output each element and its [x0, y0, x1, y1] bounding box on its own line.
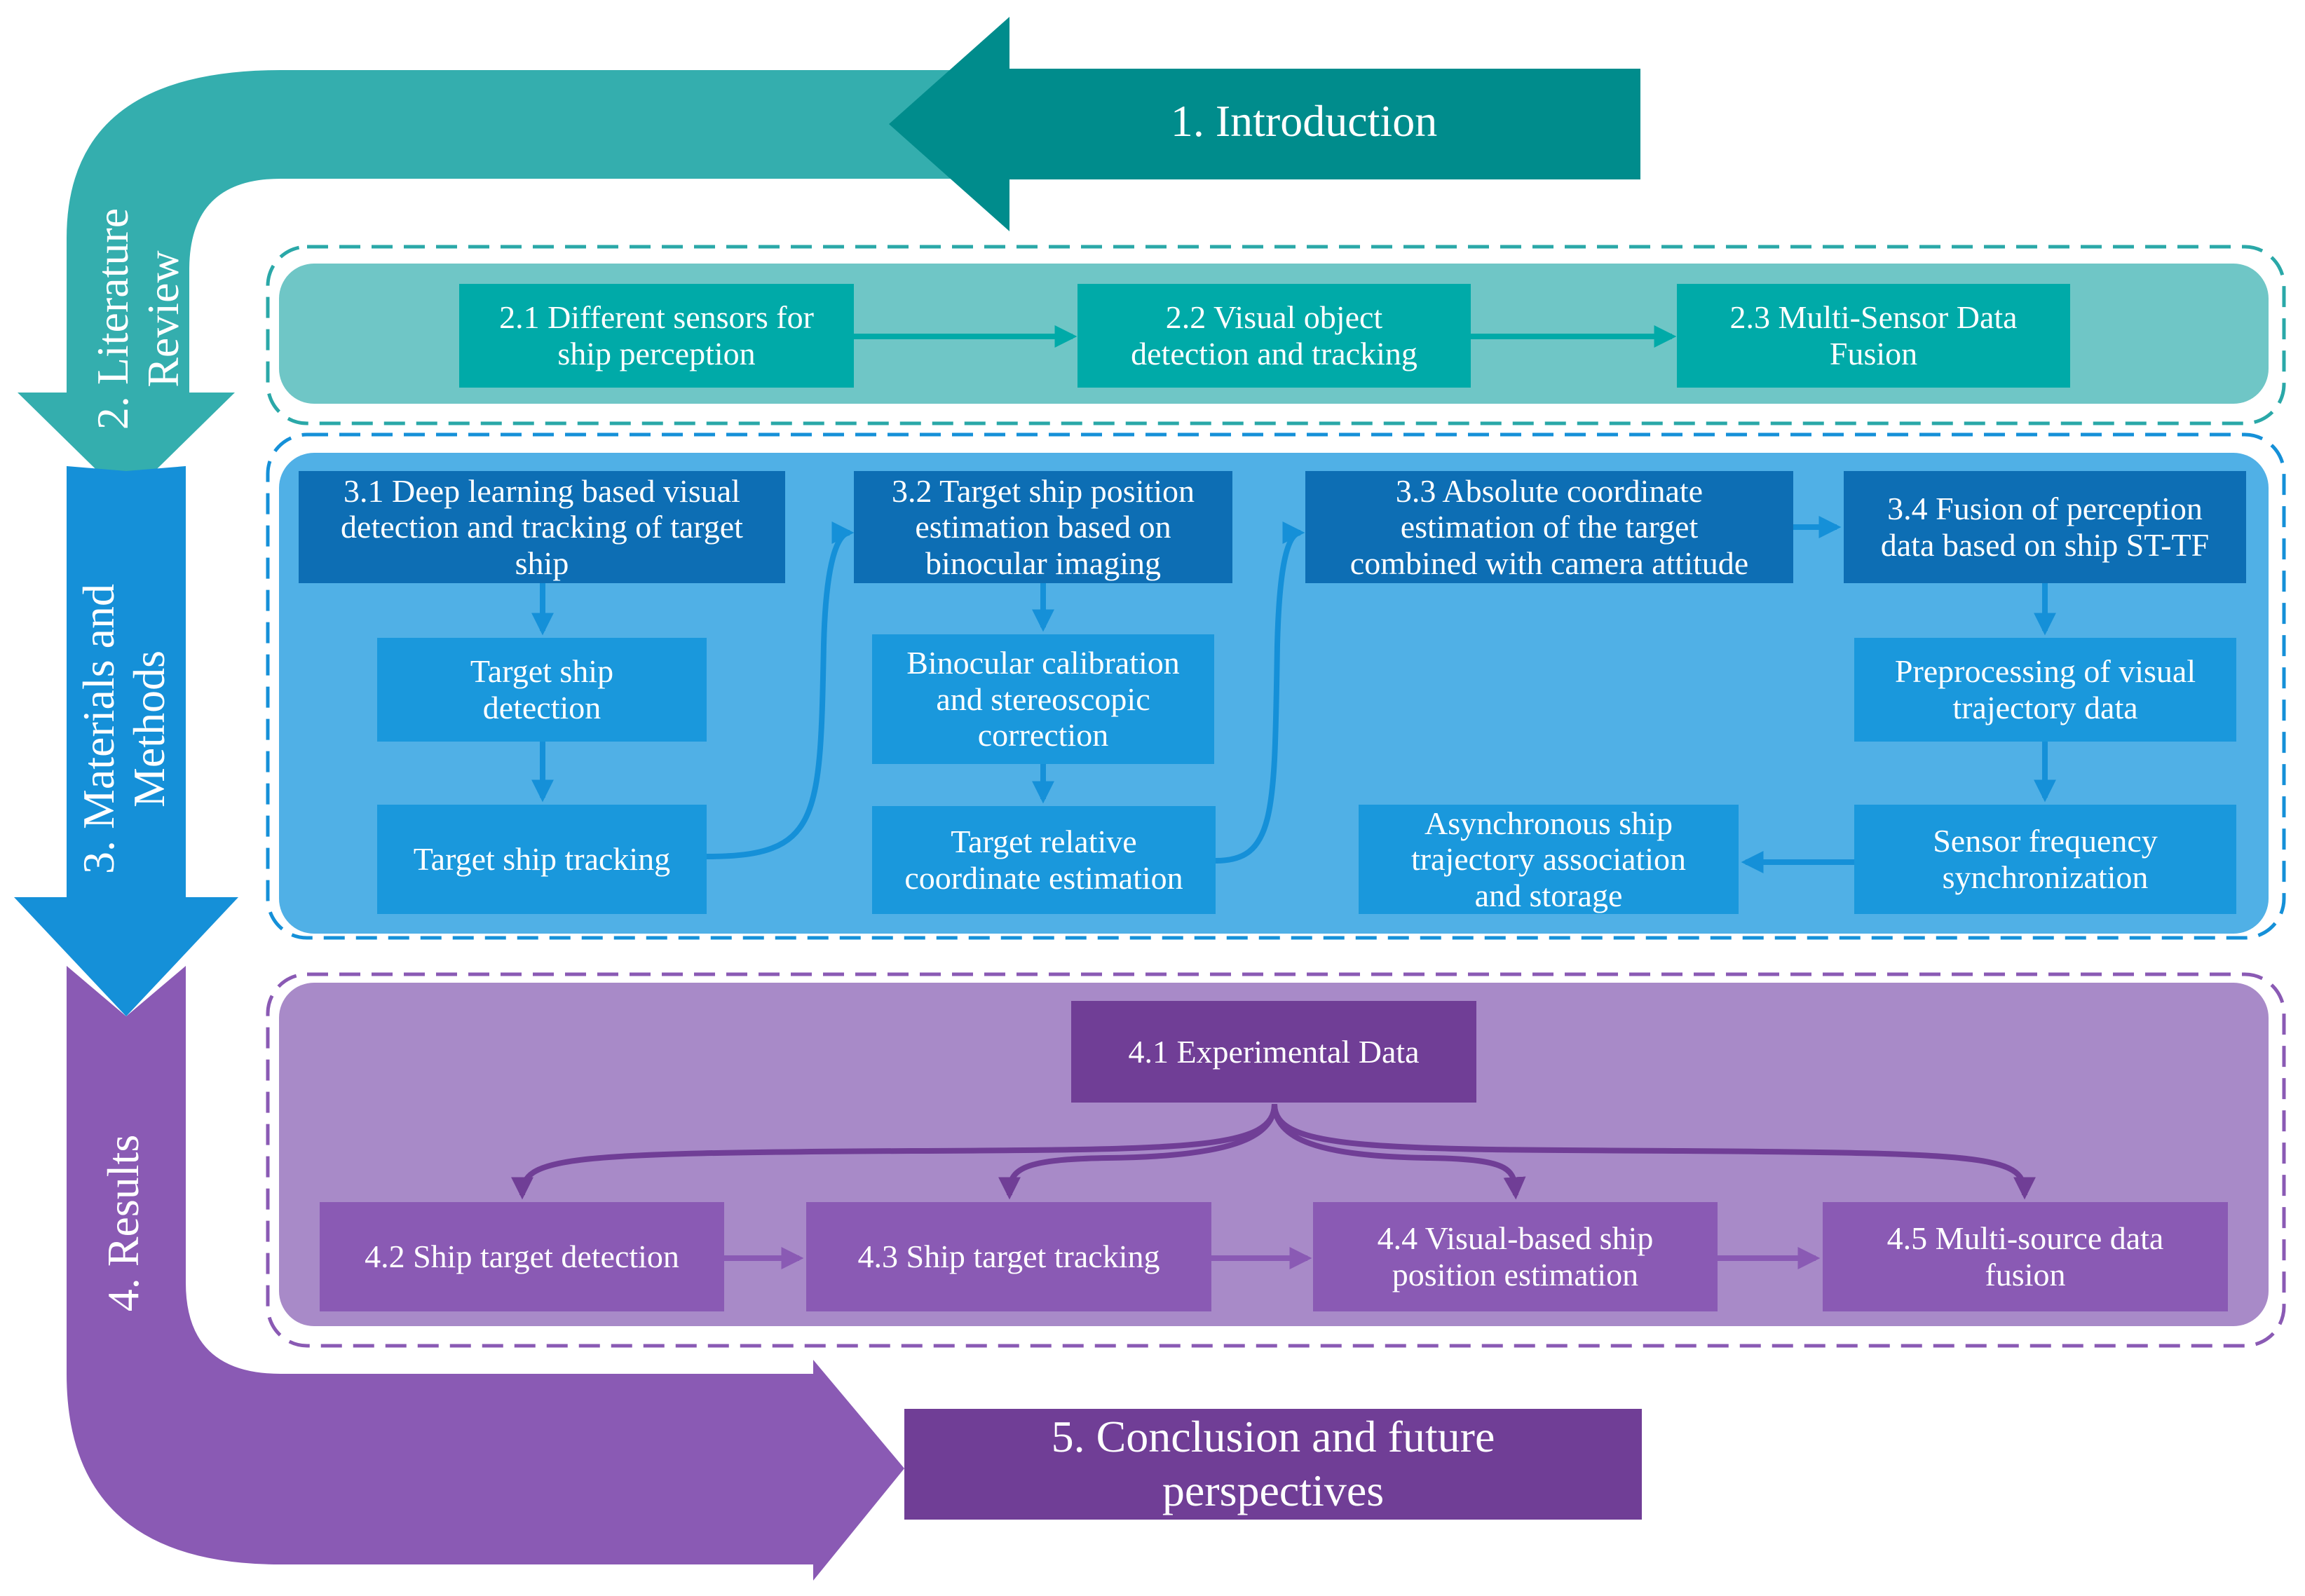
literature-review-arrow: [18, 70, 1009, 499]
conclusion-label: 5. Conclusion and future perspectives: [1051, 1412, 1495, 1515]
box-target-tracking: Target ship tracking: [377, 805, 707, 914]
literature-review-label: 2. Literature Review: [88, 207, 188, 430]
branch-to-4-4: [1272, 1103, 1526, 1200]
box-2-3-data-fusion: 2.3 Multi-Sensor Data Fusion: [1677, 284, 2070, 388]
branch-to-4-2: [511, 1103, 1277, 1200]
box-4-2-detection: 4.2 Ship target detection: [320, 1202, 724, 1311]
arrow-relative-to-3-3: [1215, 521, 1305, 864]
introduction-arrow: [889, 17, 1640, 231]
box-4-3-tracking: 4.3 Ship target tracking: [806, 1202, 1211, 1311]
materials-methods-label: 3. Materials and Methods: [74, 583, 174, 875]
branch-to-4-3: [998, 1103, 1277, 1200]
box-3-1-deep-learning: 3.1 Deep learning based visual detection…: [299, 471, 785, 583]
box-trajectory-association: Asynchronous ship trajectory association…: [1359, 805, 1739, 914]
arrow-tracking-to-3-2: [706, 521, 855, 859]
box-3-3-absolute-coordinate: 3.3 Absolute coordinate estimation of th…: [1305, 471, 1793, 583]
box-3-4-fusion-st-tf: 3.4 Fusion of perception data based on s…: [1844, 471, 2246, 583]
box-target-detection: Target ship detection: [377, 638, 707, 742]
results-label: 4. Results: [98, 1134, 148, 1312]
introduction-label: 1. Introduction: [1170, 96, 1438, 146]
conclusion-box: [904, 1409, 1642, 1520]
box-4-5-data-fusion: 4.5 Multi-source data fusion: [1823, 1202, 2228, 1311]
section2-dashed-frame: [266, 245, 2286, 425]
box-frequency-sync: Sensor frequency synchronization: [1854, 805, 2236, 914]
box-binocular-calibration: Binocular calibration and stereoscopic c…: [872, 634, 1214, 764]
box-3-2-binocular-position: 3.2 Target ship position estimation base…: [854, 471, 1232, 583]
section4-dashed-frame: [266, 972, 2286, 1348]
box-2-2-visual-detection: 2.2 Visual object detection and tracking: [1077, 284, 1471, 388]
materials-methods-arrow: [14, 466, 238, 1016]
branch-to-4-5: [1272, 1103, 2036, 1200]
section4-panel: [279, 983, 2269, 1326]
box-4-4-position-estimation: 4.4 Visual-based ship position estimatio…: [1313, 1202, 1718, 1311]
box-relative-coordinate: Target relative coordinate estimation: [872, 806, 1216, 914]
box-preprocessing: Preprocessing of visual trajectory data: [1854, 638, 2236, 742]
section3-dashed-frame: [266, 432, 2286, 940]
box-2-1-sensors: 2.1 Different sensors for ship perceptio…: [459, 284, 854, 388]
box-4-1-experimental-data: 4.1 Experimental Data: [1071, 1001, 1476, 1103]
results-arrow: [67, 966, 904, 1581]
